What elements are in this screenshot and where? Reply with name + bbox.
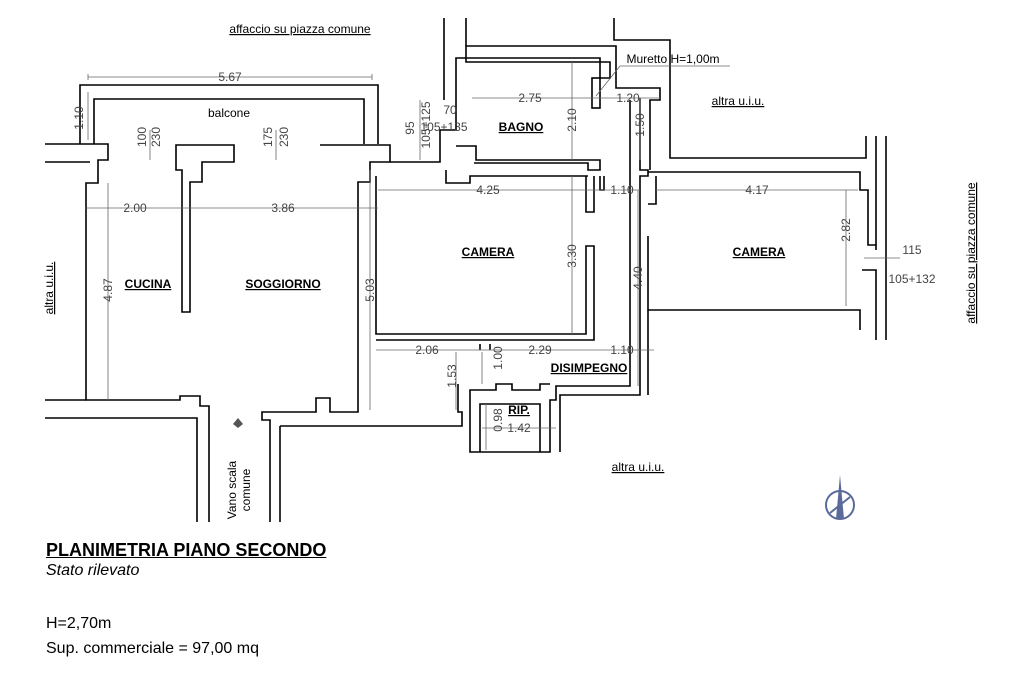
dim-win3-d: 105+135: [420, 120, 467, 134]
dim-corridor-gap: 1.10: [610, 183, 634, 197]
room-camera-2: CAMERA: [733, 245, 786, 259]
dim-camera2-width: 4.17: [745, 183, 769, 197]
dim-win2-b: 230: [277, 127, 291, 147]
dim-soggiorno-width: 3.86: [271, 201, 295, 215]
top-right-outside-label: altra u.i.u.: [712, 94, 765, 108]
stair-label-line2: comune: [239, 468, 253, 511]
dim-camera1-width: 4.25: [476, 183, 500, 197]
left-outside-label: altra u.i.u.: [42, 262, 56, 315]
dim-win1-b: 230: [149, 127, 163, 147]
dim-win1-a: 100: [135, 127, 149, 147]
dim-bagno-height: 2.10: [565, 108, 579, 132]
room-camera-1: CAMERA: [462, 245, 515, 259]
room-bagno: BAGNO: [499, 120, 544, 134]
dim-disimp-h2: 1.00: [491, 346, 505, 370]
dim-camera2-height: 2.82: [839, 218, 853, 242]
stair-arrow-icon: [233, 418, 243, 428]
room-ripostiglio: RIP.: [508, 403, 530, 417]
dim-win4-a: 115: [902, 243, 921, 257]
floor-plan: affaccio su piazza comune affaccio su pi…: [42, 18, 978, 522]
dim-win3-a: 95: [403, 121, 417, 135]
dim-rip-width: 1.42: [507, 421, 531, 435]
dim-muretto-width: 1.20: [616, 91, 640, 105]
dim-camera1-height: 3.30: [565, 244, 579, 268]
dim-rip-height: 0.98: [491, 408, 505, 432]
dim-corridor-length: 4.40: [631, 266, 645, 290]
dim-disimp-left: 2.06: [415, 343, 439, 357]
bottom-outside-label: altra u.i.u.: [612, 460, 665, 474]
dim-disimp-h1: 1.53: [445, 364, 459, 388]
room-cucina: CUCINA: [125, 277, 172, 291]
room-disimpegno: DISIMPEGNO: [551, 361, 628, 375]
area-info: Sup. commerciale = 97,00 mq: [46, 640, 259, 657]
dim-balcony-depth: 1.10: [72, 106, 86, 130]
walls: [45, 18, 887, 522]
room-soggiorno: SOGGIORNO: [245, 277, 320, 291]
title-block: PLANIMETRIA PIANO SECONDO Stato rilevato: [46, 539, 326, 581]
dim-win3-c: 70: [443, 103, 457, 117]
muretto-label: Muretto H=1,00m: [626, 52, 719, 66]
dimension-lines: [86, 62, 900, 450]
dim-cucina-width: 2.00: [123, 201, 147, 215]
dim-disimp-gap: 1.10: [610, 343, 634, 357]
balcone-label: balcone: [208, 106, 250, 120]
dim-corridor-height: 1.50: [633, 113, 647, 137]
compass-icon: [825, 475, 855, 520]
dim-win4-b: 105+132: [888, 272, 935, 286]
plan-title: PLANIMETRIA PIANO SECONDO: [46, 540, 327, 560]
plan-subtitle: Stato rilevato: [46, 562, 140, 579]
dim-cucina-height: 4.87: [101, 278, 115, 302]
dim-disimp-right: 2.29: [528, 343, 552, 357]
height-info: H=2,70m: [46, 615, 112, 632]
dim-win2-a: 175: [261, 127, 275, 147]
top-outside-label: affaccio su piazza comune: [229, 22, 371, 36]
dim-soggiorno-height: 5.03: [363, 278, 377, 302]
dim-balcony-width: 5.67: [218, 70, 242, 84]
right-outside-label: affaccio su piazza comune: [964, 182, 978, 324]
dim-win3-b: 105+125: [419, 101, 433, 148]
dim-bagno-width: 2.75: [518, 91, 542, 105]
stair-label-line1: Vano scala: [225, 460, 239, 519]
